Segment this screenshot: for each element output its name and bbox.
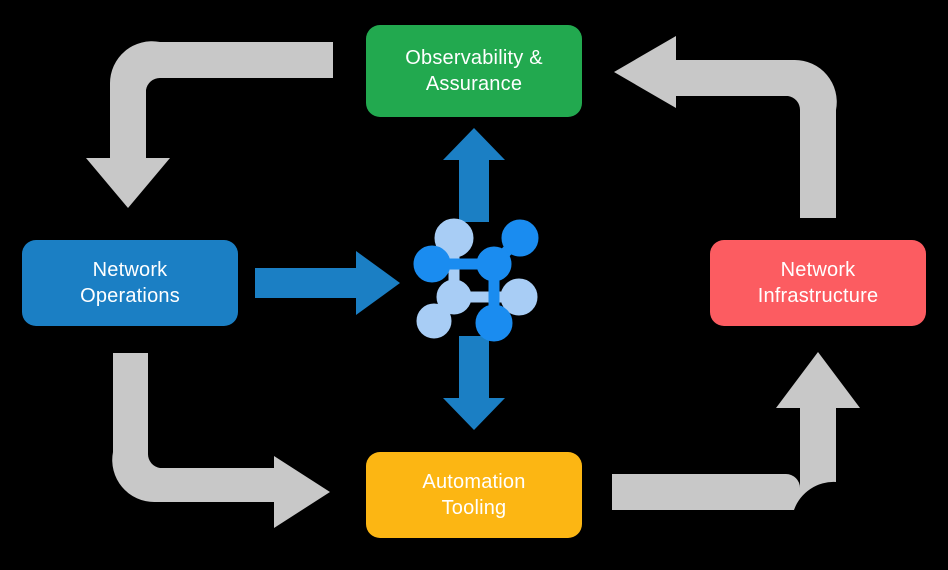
connector-infrastructure-to-observability — [614, 36, 837, 218]
node-box-observability[interactable]: Observability & Assurance — [366, 25, 582, 117]
node-box-automation-tooling[interactable]: Automation Tooling — [366, 452, 582, 538]
connector-center-to-automation — [443, 336, 505, 430]
connector-operations-to-automation — [112, 353, 330, 528]
node-box-network-operations[interactable]: Network Operations — [22, 240, 238, 326]
connector-automation-to-infrastructure — [612, 352, 860, 510]
node-label-network-infrastructure: Network Infrastructure — [757, 258, 879, 307]
node-box-network-infrastructure[interactable]: Network Infrastructure — [710, 240, 926, 326]
connector-center-to-observability — [443, 128, 505, 222]
node-label-automation-tooling: Automation Tooling — [422, 470, 526, 519]
node-label-network-operations: Network Operations — [80, 258, 180, 307]
connector-operations-to-center — [255, 251, 400, 315]
node-label-observability: Observability & Assurance — [405, 46, 543, 95]
connector-observability-to-operations — [86, 41, 333, 208]
